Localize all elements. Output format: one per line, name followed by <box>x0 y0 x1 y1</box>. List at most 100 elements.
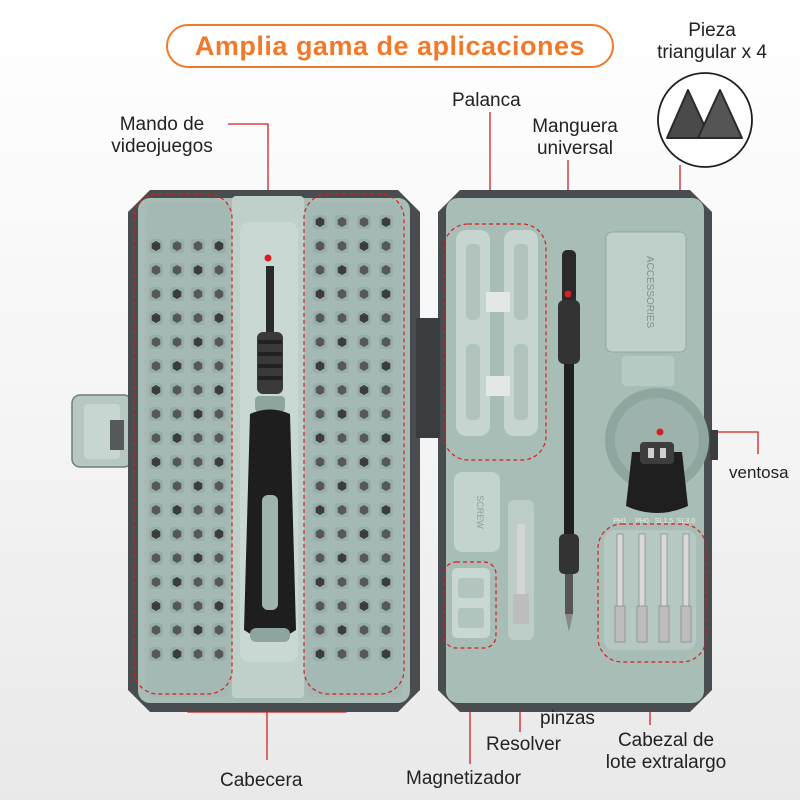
bit <box>359 649 369 659</box>
bit <box>151 601 161 611</box>
bit-size-label: SL3.0 <box>677 518 695 525</box>
label-cabezal-extralargo: Cabezal de lote extralargo <box>592 730 740 774</box>
bit <box>359 481 369 491</box>
bit <box>151 265 161 275</box>
label-cabezal-line2: lote extralargo <box>605 752 727 773</box>
bit <box>214 313 224 323</box>
label-pinzas: pinzas <box>540 708 595 729</box>
bit <box>315 265 325 275</box>
bit <box>172 457 182 467</box>
bit <box>337 265 347 275</box>
bit <box>193 505 203 515</box>
bit <box>381 577 391 587</box>
long-bit-base <box>658 605 670 643</box>
bit-grid-right <box>313 215 393 661</box>
bit <box>214 529 224 539</box>
label-pieza-line2: triangular x 4 <box>657 42 767 63</box>
side-latch <box>71 394 133 468</box>
bit <box>337 457 347 467</box>
bit <box>151 577 161 587</box>
bit <box>315 601 325 611</box>
label-cabezal-line1: Cabezal de <box>617 730 715 751</box>
bit <box>315 313 325 323</box>
label-pieza-triangular: Pieza triangular x 4 <box>640 20 784 64</box>
bit <box>193 241 203 251</box>
bit <box>193 457 203 467</box>
bit <box>193 409 203 419</box>
bit <box>214 577 224 587</box>
bit <box>214 409 224 419</box>
bit <box>214 385 224 395</box>
bit <box>214 505 224 515</box>
bit <box>315 433 325 443</box>
dashed-group-long-bits <box>597 523 707 663</box>
bit <box>214 457 224 467</box>
bit <box>315 409 325 419</box>
dashed-group-levers <box>443 223 547 461</box>
bit <box>172 265 182 275</box>
bit <box>151 529 161 539</box>
right-case <box>416 190 718 712</box>
label-ventosa: ventosa <box>729 463 789 482</box>
bit <box>315 361 325 371</box>
bit <box>337 361 347 371</box>
bit <box>359 361 369 371</box>
callout-dot-mando <box>264 254 272 262</box>
bit <box>381 409 391 419</box>
bit <box>359 385 369 395</box>
bit <box>214 337 224 347</box>
bit <box>359 217 369 227</box>
label-mando-line2: videojuegos <box>111 136 213 157</box>
bit <box>151 337 161 347</box>
bit-size-label: PH1 <box>613 518 627 525</box>
label-manguera-line2: universal <box>536 138 614 159</box>
bit <box>381 289 391 299</box>
bit <box>193 313 203 323</box>
bit <box>172 241 182 251</box>
bit <box>381 217 391 227</box>
bit <box>172 481 182 491</box>
label-manguera-universal: Manguera universal <box>520 116 630 160</box>
bit <box>337 601 347 611</box>
label-mando-videojuegos: Mando de videojuegos <box>100 114 224 158</box>
bit <box>337 217 347 227</box>
bit <box>172 433 182 443</box>
bit <box>151 433 161 443</box>
bit <box>337 625 347 635</box>
bit <box>193 529 203 539</box>
bit <box>381 265 391 275</box>
bit <box>381 505 391 515</box>
long-bit-shaft <box>638 533 646 609</box>
bit <box>172 289 182 299</box>
accessories-compartment <box>605 231 687 386</box>
bit <box>315 337 325 347</box>
bit <box>381 385 391 395</box>
magnetizer <box>452 568 490 638</box>
bit <box>315 577 325 587</box>
label-resolver: Resolver <box>486 734 561 755</box>
bit <box>381 433 391 443</box>
bit-size-label: SL1.5 <box>655 518 673 525</box>
bit <box>151 457 161 467</box>
bit <box>193 601 203 611</box>
bit <box>214 265 224 275</box>
bit <box>337 649 347 659</box>
long-bit-base <box>614 605 626 643</box>
bit <box>172 577 182 587</box>
bit <box>193 289 203 299</box>
bit-grid-left <box>149 239 226 661</box>
bit <box>381 649 391 659</box>
callout-dot-ventosa <box>656 428 664 436</box>
bit <box>381 481 391 491</box>
bit <box>337 337 347 347</box>
bit <box>381 625 391 635</box>
bit <box>193 433 203 443</box>
flex-driver <box>558 250 580 632</box>
bit <box>315 289 325 299</box>
bit <box>359 337 369 347</box>
bit <box>359 529 369 539</box>
bit <box>151 289 161 299</box>
bit <box>315 553 325 563</box>
page-title: Amplia gama de aplicaciones <box>166 24 614 68</box>
bit <box>214 241 224 251</box>
